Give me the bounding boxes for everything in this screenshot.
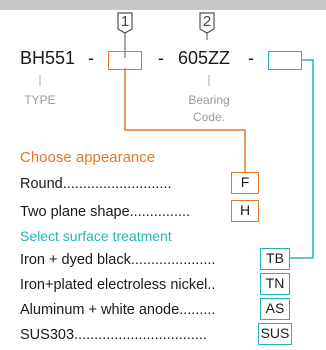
code-dash-1: - bbox=[88, 48, 94, 68]
code-dash-3: - bbox=[248, 48, 254, 68]
badge-1: 1 bbox=[117, 12, 133, 34]
appearance-heading: Choose appearance bbox=[20, 149, 156, 166]
appearance-box bbox=[108, 51, 142, 70]
bearing-label-2: Code. bbox=[192, 110, 226, 124]
surface-box bbox=[268, 51, 302, 70]
bearing-label: Bearing bbox=[188, 93, 230, 107]
code-box-SUS: SUS bbox=[258, 323, 292, 345]
type-label: TYPE bbox=[24, 93, 56, 107]
option-round: Round........................... bbox=[20, 176, 172, 192]
top-bar bbox=[0, 0, 326, 10]
code-dash-2: - bbox=[158, 48, 164, 68]
option-sus303: SUS303................................. bbox=[20, 327, 207, 343]
code-box-TB: TB bbox=[260, 248, 290, 270]
code-box-F: F bbox=[231, 172, 259, 194]
option-two-plane: Two plane shape............... bbox=[20, 204, 191, 220]
option-iron-dyed-black: Iron + dyed black..................... bbox=[20, 252, 216, 268]
code-box-TN: TN bbox=[260, 273, 290, 295]
code-box-H: H bbox=[231, 200, 259, 222]
option-iron-nickel: Iron+plated electroless nickel.. bbox=[20, 277, 216, 293]
surface-heading: Select surface treatment bbox=[20, 228, 172, 244]
option-aluminum: Aluminum + white anode......... bbox=[20, 302, 216, 318]
code-box-AS: AS bbox=[260, 298, 290, 320]
code-bearing: 605ZZ bbox=[178, 48, 231, 68]
code-prefix: BH551 bbox=[20, 48, 76, 68]
badge-2: 2 bbox=[199, 12, 215, 34]
